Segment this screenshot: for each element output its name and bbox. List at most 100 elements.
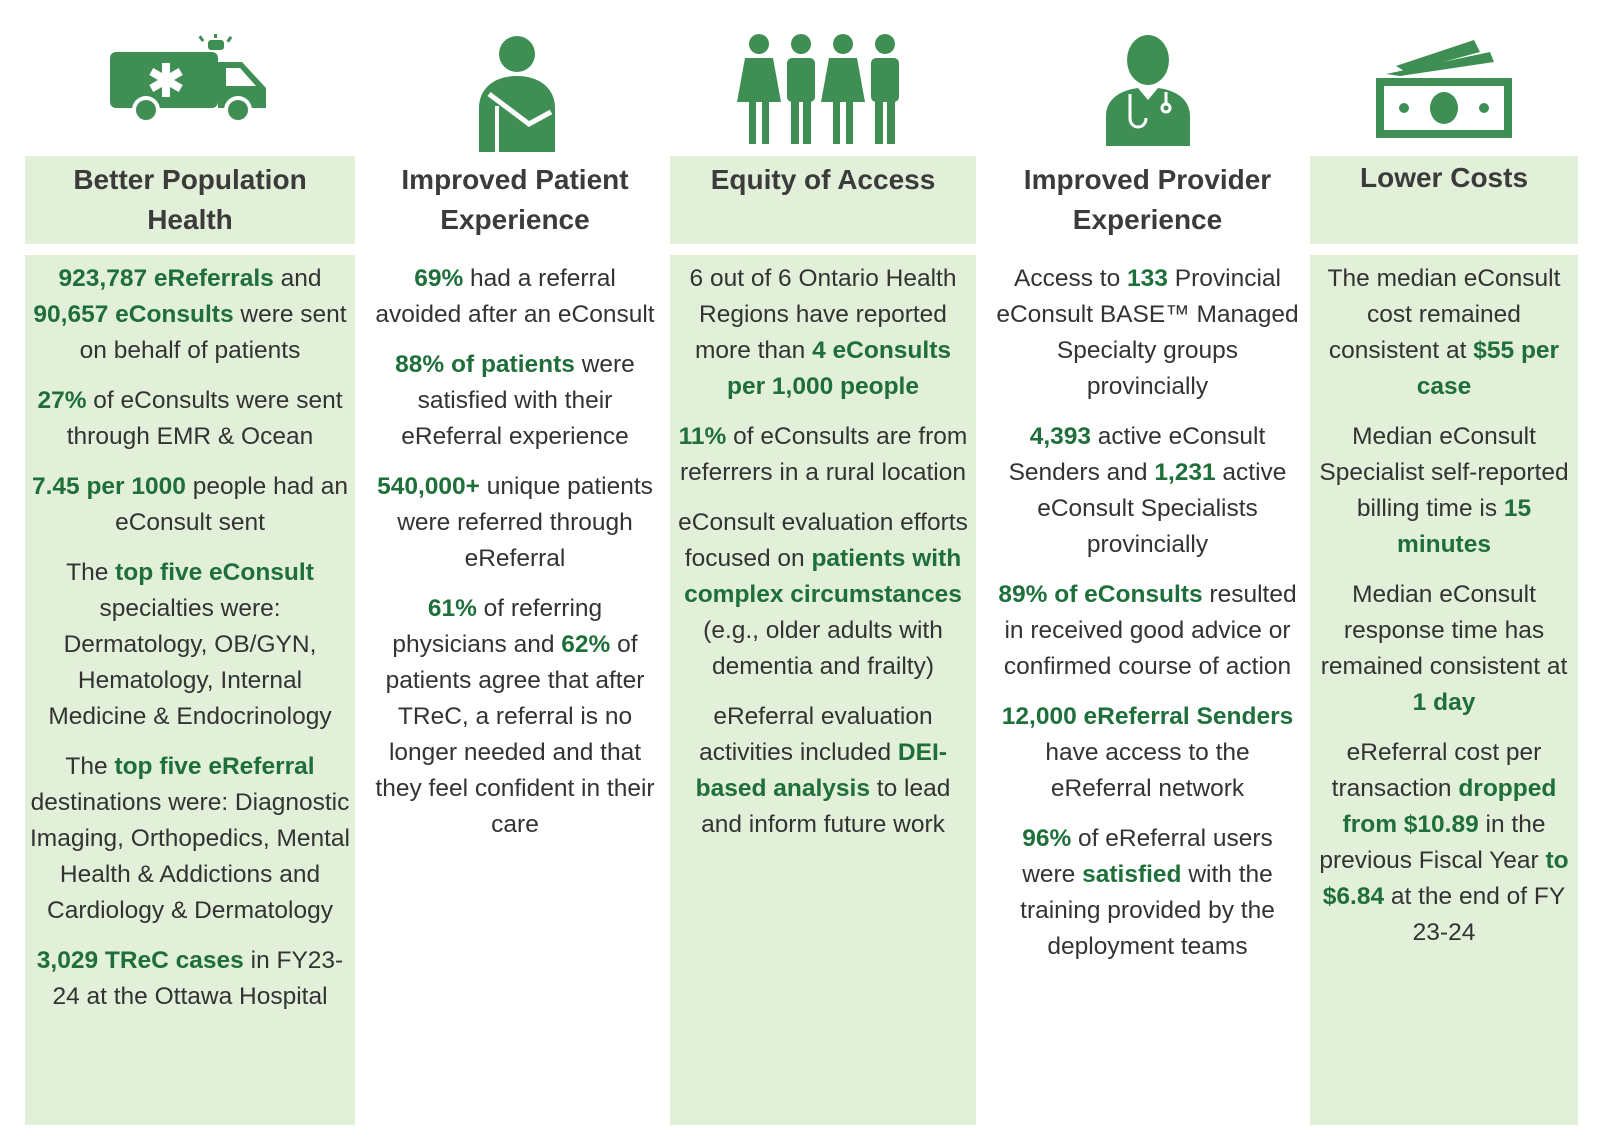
stat-paragraph: 6 out of 6 Ontario Health Regions have r…: [674, 261, 972, 405]
money-bills-icon: [1310, 34, 1578, 152]
stat-paragraph: 88% of patients were satisfied with thei…: [370, 347, 660, 455]
stat-text: of referring physicians and: [392, 595, 603, 658]
stat-text: Median eConsult response time has remain…: [1320, 581, 1568, 680]
stat-highlight: 923,787 eReferrals: [58, 265, 274, 292]
stat-highlight: to $6.84: [1322, 847, 1569, 910]
stat-highlight: 7.45 per 1000: [31, 473, 186, 500]
doctor-stethoscope-icon: [990, 34, 1305, 152]
stat-highlight: 540,000+: [377, 473, 480, 500]
stat-paragraph: The top five eConsult specialties were: …: [29, 555, 351, 735]
column-body: The median eConsult cost remained consis…: [1310, 255, 1578, 1125]
stat-text: of eConsults are from referrers in a rur…: [680, 423, 968, 486]
patient-sling-icon: [366, 34, 664, 152]
stat-paragraph: 3,029 TReC cases in FY23-24 at the Ottaw…: [29, 943, 351, 1015]
stat-text: of eConsults were sent through EMR & Oce…: [66, 387, 343, 450]
stat-highlight: 15 minutes: [1397, 495, 1532, 558]
stat-paragraph: 12,000 eReferral Senders have access to …: [994, 699, 1301, 807]
stat-highlight: dropped from $10.89: [1342, 775, 1557, 838]
stat-highlight: 88% of patients: [395, 351, 575, 378]
stat-paragraph: 69% had a referral avoided after an eCon…: [370, 261, 660, 333]
stat-highlight: 1,231: [1154, 459, 1216, 486]
stat-highlight: 1 day: [1412, 689, 1476, 716]
stat-text: with the training provided by the deploy…: [1020, 861, 1275, 960]
column-body: Access to 133 Provincial eConsult BASE™ …: [990, 255, 1305, 979]
stat-text: The: [65, 753, 115, 780]
stat-text: active eConsult Senders and: [1008, 423, 1266, 486]
stat-paragraph: eReferral evaluation activities included…: [674, 699, 972, 843]
stat-paragraph: 96% of eReferral users were satisfied wi…: [994, 821, 1301, 965]
stat-highlight: 12,000 eReferral Senders: [1001, 703, 1294, 730]
stat-text: active eConsult Specialists provincially: [1037, 459, 1287, 558]
stat-text: destinations were: Diagnostic Imaging, O…: [29, 789, 351, 924]
stat-highlight: top five eConsult: [115, 559, 314, 586]
stat-paragraph: eReferral cost per transaction dropped f…: [1314, 735, 1574, 951]
stat-highlight: 11%: [678, 423, 727, 450]
stat-paragraph: 61% of referring physicians and 62% of p…: [370, 591, 660, 843]
stat-text: were sent on behalf of patients: [79, 301, 347, 364]
column-body: 6 out of 6 Ontario Health Regions have r…: [670, 255, 976, 1125]
stat-highlight: satisfied: [1082, 861, 1182, 888]
stat-text: The: [66, 559, 116, 586]
column-body: 69% had a referral avoided after an eCon…: [366, 255, 664, 857]
stat-highlight: 133: [1127, 265, 1168, 292]
stat-highlight: 3,029 TReC cases: [36, 947, 244, 974]
stat-highlight: 96%: [1022, 825, 1072, 852]
stat-text: of patients agree that after TReC, a ref…: [375, 631, 655, 838]
stat-paragraph: Median eConsult response time has remain…: [1314, 577, 1574, 721]
stat-text: at the end of FY 23-24: [1384, 883, 1566, 946]
stat-highlight: 4,393: [1029, 423, 1091, 450]
stat-text: 6 out of 6 Ontario Health Regions have r…: [689, 265, 957, 364]
stat-paragraph: 540,000+ unique patients were referred t…: [370, 469, 660, 577]
column-body: 923,787 eReferrals and 90,657 eConsults …: [25, 255, 355, 1125]
column-title: Equity of Access: [670, 156, 976, 244]
stat-highlight: 61%: [427, 595, 477, 622]
stat-text: The median eConsult cost remained consis…: [1327, 265, 1561, 364]
stat-highlight: 89% of eConsults: [998, 581, 1203, 608]
stat-paragraph: Access to 133 Provincial eConsult BASE™ …: [994, 261, 1301, 405]
stat-highlight: patients with complex circumstances: [684, 545, 962, 608]
stat-paragraph: 89% of eConsults resulted in received go…: [994, 577, 1301, 685]
stat-paragraph: The median eConsult cost remained consis…: [1314, 261, 1574, 405]
stat-text: people had an eConsult sent: [115, 473, 349, 536]
stat-paragraph: 11% of eConsults are from referrers in a…: [674, 419, 972, 491]
stat-text: (e.g., older adults with dementia and fr…: [703, 617, 943, 680]
stat-text: eConsult evaluation efforts focused on: [678, 509, 968, 572]
stat-highlight: 69%: [414, 265, 464, 292]
stat-text: and: [273, 265, 322, 292]
stat-highlight: top five eReferral: [114, 753, 315, 780]
stat-text: specialties were: Dermatology, OB/GYN, H…: [48, 595, 332, 730]
stat-highlight: DEI-based analysis: [695, 739, 947, 802]
stat-text: eReferral cost per transaction: [1331, 739, 1542, 802]
stat-highlight: 90,657 eConsults: [33, 301, 234, 328]
stat-text: in the previous Fiscal Year: [1319, 811, 1546, 874]
stat-text: Median eConsult Specialist self-reported…: [1319, 423, 1569, 522]
stat-text: had a referral avoided after an eConsult: [375, 265, 655, 328]
stat-highlight: 62%: [561, 631, 611, 658]
stat-text: resulted in received good advice or conf…: [1003, 581, 1297, 680]
stat-highlight: 4 eConsults per 1,000 people: [726, 337, 951, 400]
stat-text: eReferral evaluation activities included: [699, 703, 933, 766]
ambulance-icon: [25, 34, 355, 152]
stat-paragraph: 923,787 eReferrals and 90,657 eConsults …: [29, 261, 351, 369]
stat-paragraph: The top five eReferral destinations were…: [29, 749, 351, 929]
stat-paragraph: 4,393 active eConsult Senders and 1,231 …: [994, 419, 1301, 563]
stat-paragraph: eConsult evaluation efforts focused on p…: [674, 505, 972, 685]
stat-text: were satisfied with their eReferral expe…: [401, 351, 635, 450]
stat-text: in FY23-24 at the Ottawa Hospital: [52, 947, 344, 1010]
stat-paragraph: Median eConsult Specialist self-reported…: [1314, 419, 1574, 563]
stat-paragraph: 7.45 per 1000 people had an eConsult sen…: [29, 469, 351, 541]
stat-text: Provincial eConsult BASE™ Managed Specia…: [996, 265, 1299, 400]
stat-highlight: 27%: [37, 387, 87, 414]
stat-text: have access to the eReferral network: [1045, 739, 1250, 802]
people-group-icon: [670, 34, 976, 152]
stat-text: of eReferral users were: [1022, 825, 1273, 888]
stat-text: to lead and inform future work: [701, 775, 951, 838]
stat-text: unique patients were referred through eR…: [397, 473, 653, 572]
stat-text: Access to: [1014, 265, 1128, 292]
stat-paragraph: 27% of eConsults were sent through EMR &…: [29, 383, 351, 455]
stat-highlight: $55 per case: [1416, 337, 1560, 400]
column-title: Lower Costs: [1310, 156, 1578, 244]
